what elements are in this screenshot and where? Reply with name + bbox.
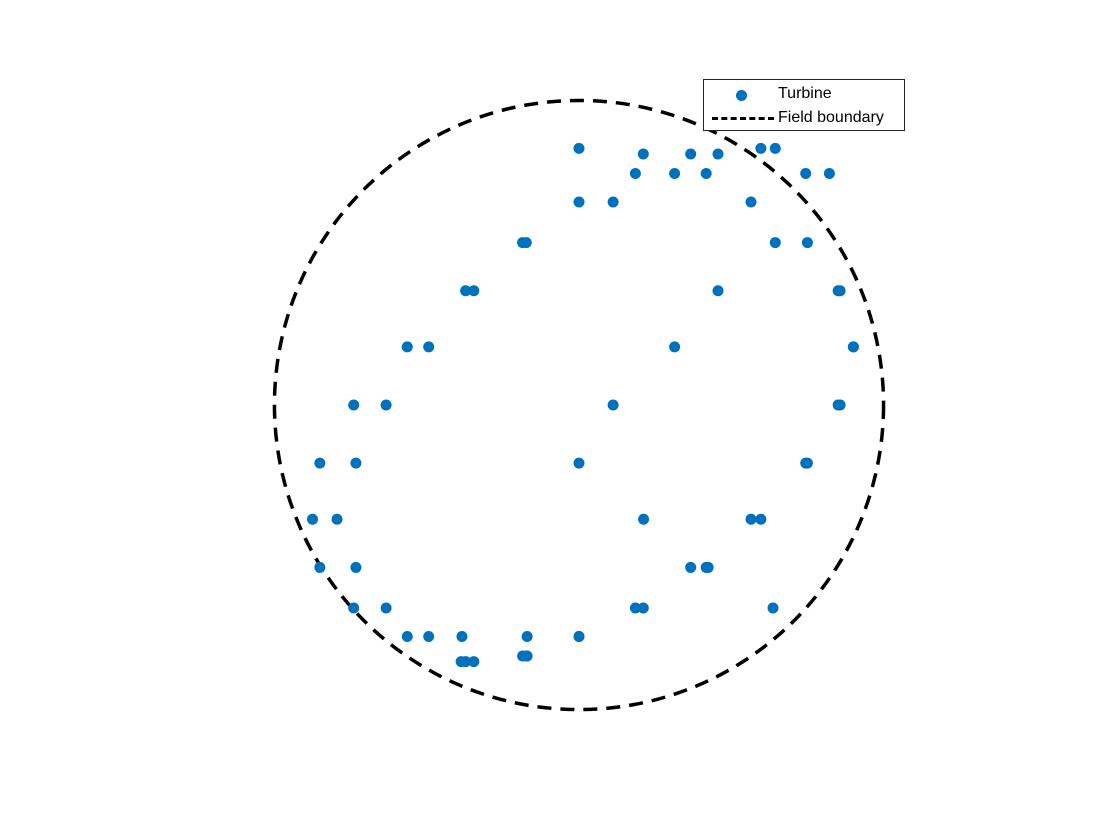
turbine-point xyxy=(314,457,326,469)
turbine-point xyxy=(755,513,767,525)
turbine-point xyxy=(423,341,435,353)
turbine-point xyxy=(712,148,724,160)
turbine-point xyxy=(669,167,681,179)
turbine-point xyxy=(401,631,413,643)
legend-dashed-line-icon xyxy=(712,117,774,120)
turbine-point xyxy=(573,631,585,643)
turbine-point xyxy=(769,142,781,154)
turbine-point xyxy=(456,631,468,643)
turbine-point xyxy=(460,285,472,297)
turbine-point xyxy=(401,341,413,353)
legend-turbine-marker-icon xyxy=(736,90,747,101)
legend: Turbine Field boundary xyxy=(703,79,905,131)
turbine-point xyxy=(521,631,533,643)
turbine-point xyxy=(348,602,360,614)
turbine-point xyxy=(755,142,767,154)
turbine-point xyxy=(423,631,435,643)
turbine-point xyxy=(669,341,681,353)
turbine-point xyxy=(847,341,859,353)
turbine-points xyxy=(307,142,859,668)
legend-label-turbine: Turbine xyxy=(778,85,832,102)
turbine-point xyxy=(573,457,585,469)
turbine-point xyxy=(700,167,712,179)
turbine-point xyxy=(607,196,619,208)
turbine-point xyxy=(468,656,480,668)
turbine-point xyxy=(637,602,649,614)
turbine-point xyxy=(455,656,467,668)
turbine-point xyxy=(745,513,757,525)
turbine-point xyxy=(685,148,697,160)
turbine-point xyxy=(350,457,362,469)
field-boundary-circle xyxy=(272,98,886,712)
turbine-point xyxy=(702,561,714,573)
turbine-point xyxy=(745,196,757,208)
turbine-point xyxy=(834,399,846,411)
turbine-point xyxy=(629,167,641,179)
turbine-point xyxy=(685,561,697,573)
turbine-point xyxy=(521,650,533,662)
turbine-point xyxy=(350,561,362,573)
turbine-point xyxy=(637,148,649,160)
legend-item-turbine: Turbine xyxy=(704,82,904,106)
turbine-point xyxy=(331,513,343,525)
turbine-point xyxy=(380,602,392,614)
legend-label-field-boundary: Field boundary xyxy=(778,109,884,126)
turbine-point xyxy=(832,285,844,297)
turbine-point xyxy=(380,399,392,411)
turbine-point xyxy=(769,237,781,249)
turbine-point xyxy=(348,399,360,411)
turbine-point xyxy=(629,602,641,614)
turbine-point xyxy=(801,237,813,249)
turbine-point xyxy=(573,196,585,208)
turbine-point xyxy=(638,513,650,525)
turbine-point xyxy=(823,167,835,179)
turbine-point xyxy=(767,602,779,614)
turbine-point xyxy=(607,399,619,411)
turbine-point xyxy=(800,167,812,179)
turbine-point xyxy=(801,457,813,469)
turbine-point xyxy=(573,142,585,154)
turbine-point xyxy=(520,237,532,249)
turbine-point xyxy=(468,285,480,297)
turbine-point xyxy=(712,285,724,297)
legend-item-field-boundary: Field boundary xyxy=(704,106,904,130)
turbine-point xyxy=(314,561,326,573)
turbine-point xyxy=(307,513,319,525)
